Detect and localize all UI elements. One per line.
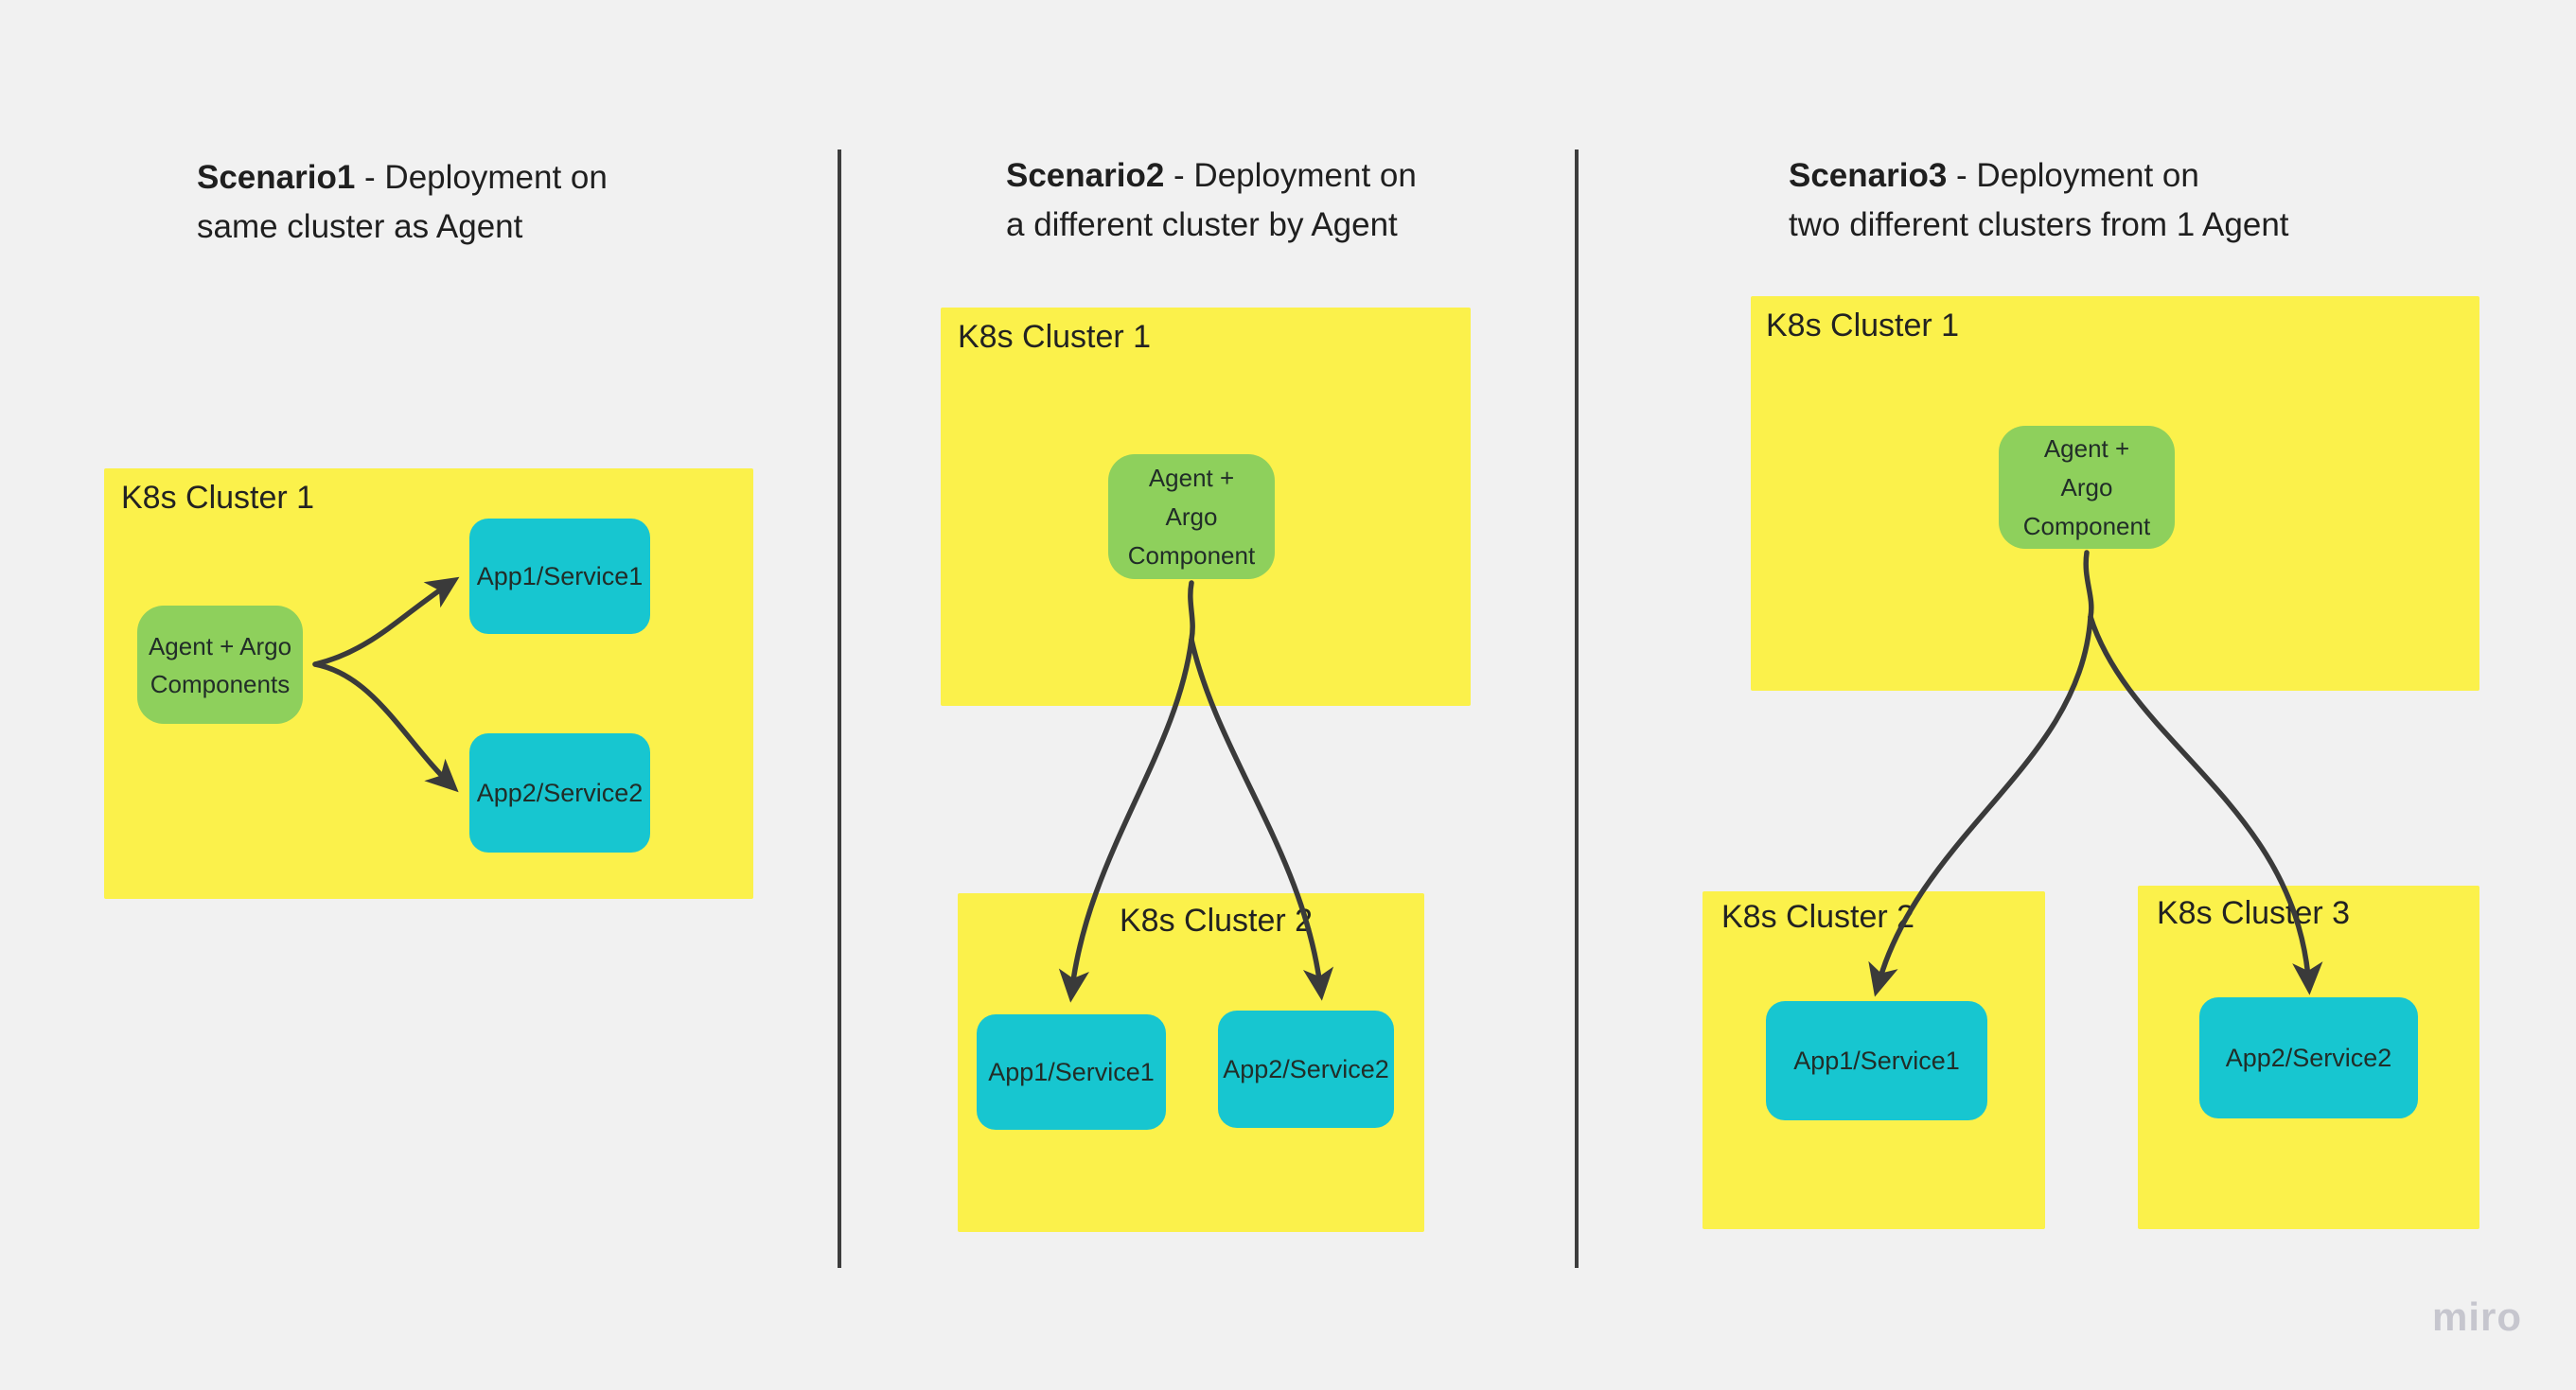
s1-app2-box: App2/Service2 [469,733,650,853]
scenario-3-title-rest: - Deployment on [1947,157,2199,194]
scenario-1-title-bold: Scenario1 [197,159,356,196]
s1-agent-box: Agent + Argo Components [137,606,303,724]
s2-app2-label: App2/Service2 [1223,1054,1389,1083]
scenario-2-title-bold: Scenario2 [1006,157,1165,194]
scenario-3-title-bold: Scenario3 [1789,157,1948,194]
column-divider-1 [838,150,841,1268]
miro-watermark: miro [2432,1294,2523,1339]
scenario-1-title-rest: - Deployment on [355,159,608,196]
s1-app1-box: App1/Service1 [469,519,650,634]
s2-agent-box: Agent + Argo Component [1108,454,1275,579]
s2-agent-label-line1: Agent + [1148,463,1235,492]
scenario-3-title: Scenario3 - Deployment on two different … [1789,151,2289,250]
scenario-1-title: Scenario1 - Deployment on same cluster a… [197,153,608,252]
s3-cluster1-label: K8s Cluster 1 [1766,308,1960,343]
scenario-2-title: Scenario2 - Deployment on a different cl… [1006,151,1417,250]
scenario-3-title-line2: two different clusters from 1 Agent [1789,206,2289,243]
s2-app1-label: App1/Service1 [988,1057,1155,1086]
s2-cluster1-label: K8s Cluster 1 [958,319,1152,355]
scenario-2-title-line1: Scenario2 - Deployment on [1006,151,1417,201]
s1-agent-label-line1: Agent + Argo [148,631,292,660]
s3-app1-box: App1/Service1 [1766,1001,1987,1120]
s2-app1-box: App1/Service1 [977,1014,1166,1130]
scenario-1-title-line1: Scenario1 - Deployment on [197,153,608,202]
s2-agent-label-line2: Argo [1165,501,1218,531]
s2-app2-box: App2/Service2 [1218,1011,1394,1128]
s3-app2-label: App2/Service2 [2225,1043,2392,1072]
s3-app1-label: App1/Service1 [1793,1046,1960,1075]
s2-cluster2-label: K8s Cluster 2 [1120,903,1314,939]
s1-agent-label-line2: Components [150,669,291,698]
s1-app1-label: App1/Service1 [476,561,644,590]
s1-cluster1-label: K8s Cluster 1 [121,480,315,516]
s2-agent-label-line3: Component [1127,540,1256,570]
s3-agent-label-line1: Agent + [2043,433,2130,463]
s1-app2-label: App2/Service2 [476,778,644,807]
s3-agent-label-line2: Argo [2060,472,2113,501]
scenario-2-title-line2: a different cluster by Agent [1006,206,1398,243]
s3-app2-box: App2/Service2 [2199,997,2418,1118]
column-divider-2 [1575,150,1579,1268]
s3-cluster3-label: K8s Cluster 3 [2157,895,2351,931]
s3-cluster2-label: K8s Cluster 2 [1721,899,1915,935]
scenario-1-title-line2: same cluster as Agent [197,208,523,245]
scenario-2-title-rest: - Deployment on [1164,157,1417,194]
s3-agent-label-line3: Component [2022,511,2151,540]
s3-agent-box: Agent + Argo Component [1999,426,2175,549]
scenario-3-title-line1: Scenario3 - Deployment on [1789,151,2289,201]
